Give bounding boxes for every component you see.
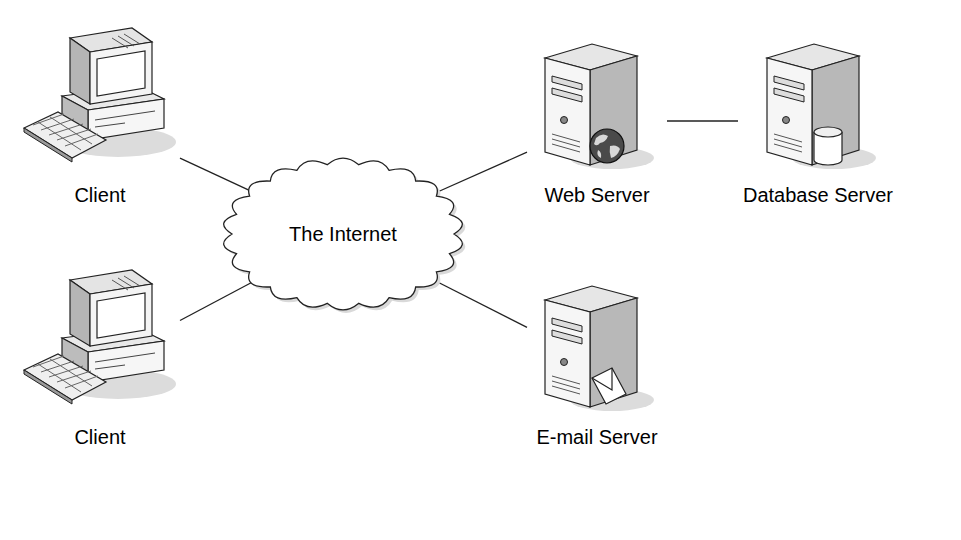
network-link <box>180 282 253 321</box>
network-link <box>435 281 527 328</box>
node-label: The Internet <box>289 222 397 246</box>
globe-badge <box>590 129 624 163</box>
internet-cloud: The Internet <box>218 150 468 318</box>
mail-badge <box>592 368 626 404</box>
node-label: Web Server <box>544 183 649 207</box>
database-badge <box>814 127 842 165</box>
server-node: Web Server <box>527 35 667 207</box>
client-computer: Client <box>20 35 180 207</box>
node-label: Client <box>74 425 125 449</box>
server-node: E-mail Server <box>527 277 667 449</box>
network-link <box>667 120 738 121</box>
node-label: Client <box>74 183 125 207</box>
network-link <box>439 152 527 191</box>
cloud-outline-path <box>224 158 463 310</box>
server-node: Database Server <box>738 35 898 207</box>
network-link <box>180 158 248 190</box>
node-label: Database Server <box>743 183 893 207</box>
client-computer: Client <box>20 277 180 449</box>
node-label: E-mail Server <box>536 425 657 449</box>
